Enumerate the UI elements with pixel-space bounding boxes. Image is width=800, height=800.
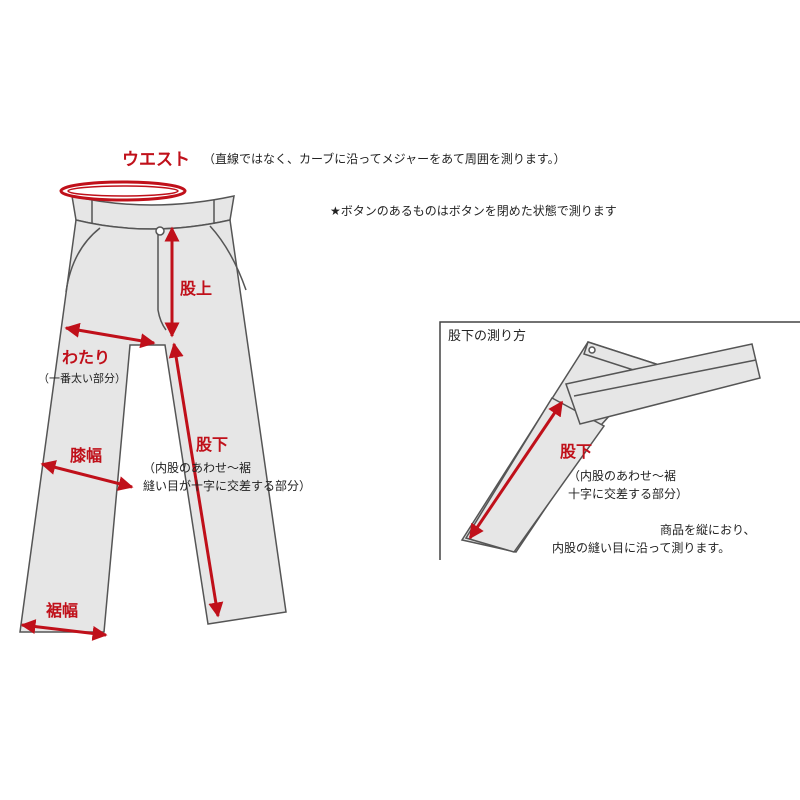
inset-inseam-label: 股下 — [560, 442, 593, 461]
knee-arrow — [40, 460, 134, 491]
waist-note: （直線ではなく、カーブに沿ってメジャーをあて周囲を測ります。） — [203, 152, 566, 166]
inset-title: 股下の測り方 — [448, 329, 527, 344]
inseam-note-line1: （内股のあわせ～裾 — [143, 461, 252, 475]
thigh-label: わたり — [62, 348, 111, 367]
inset-instruction-line1: 商品を縦におり、 — [660, 523, 756, 537]
inset-border — [439, 321, 800, 560]
hem-label: 裾幅 — [46, 601, 79, 620]
pants-body — [19, 219, 287, 633]
waist-label: ウエスト — [122, 150, 190, 170]
inseam-label: 股下 — [196, 435, 229, 454]
inset-inseam-arrow — [468, 400, 564, 540]
folded-pants-upper — [565, 343, 761, 425]
left-pocket — [65, 227, 101, 293]
inset-panel — [439, 321, 800, 560]
pants-front-view — [19, 195, 287, 633]
hem-arrow — [20, 619, 108, 641]
button — [155, 226, 165, 236]
inset-button — [588, 346, 596, 354]
inset-note-line2: 十字に交差する部分） — [568, 487, 689, 501]
inset-note-line1: （内股のあわせ～裾 — [568, 469, 677, 483]
inseam-arrow — [168, 342, 224, 618]
inseam-note-line2: 縫い目が十字に交差する部分） — [143, 479, 312, 493]
waist-measure-ellipse — [59, 180, 187, 202]
waist-measure-ellipse-inner — [67, 185, 179, 197]
knee-label: 膝幅 — [70, 446, 103, 465]
thigh-note: （一番太い部分） — [38, 372, 126, 385]
thigh-arrow — [64, 322, 156, 349]
right-pocket — [209, 225, 247, 291]
rise-label: 股上 — [180, 279, 213, 298]
button-note: ★ボタンのあるものはボタンを閉めた状態で測ります — [330, 204, 617, 218]
inset-instruction-line2: 内股の縫い目に沿って測ります。 — [552, 541, 731, 555]
waistband-seam — [573, 359, 757, 397]
